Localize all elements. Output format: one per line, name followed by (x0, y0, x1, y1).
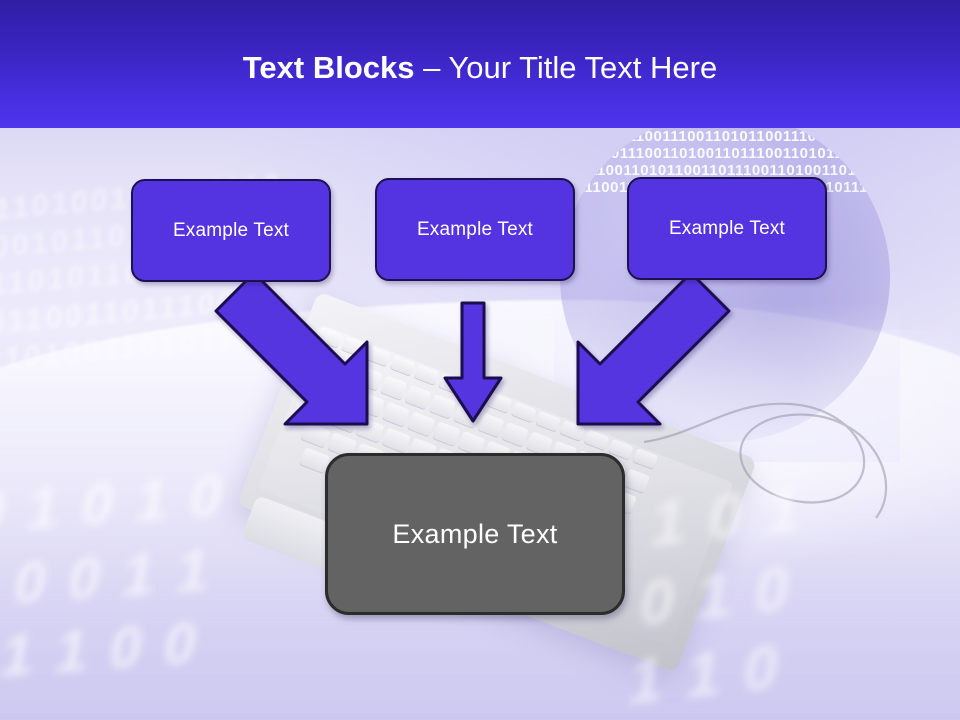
keyboard-key (428, 394, 456, 420)
keyboard-key (477, 412, 505, 439)
keyboard-key (356, 392, 385, 419)
keyboard-key (340, 336, 367, 359)
keyboard-key (406, 411, 436, 438)
keyboard-key (583, 429, 610, 452)
keyboard-key (316, 326, 343, 349)
result-text-block-label: Example Text (392, 518, 558, 549)
keyboard-key (365, 345, 392, 368)
keyboard-key (432, 421, 461, 448)
keyboard-key (306, 372, 335, 399)
keyboard-key (413, 364, 440, 387)
keyboard-key (559, 420, 586, 443)
keyboard-key (404, 384, 432, 411)
keyboard-key (355, 366, 384, 392)
text-block-2[interactable]: Example Text (375, 178, 575, 281)
keyboard-key (389, 354, 416, 377)
title-light-part: Your Title Text Here (448, 50, 718, 85)
text-block-2-label: Example Text (416, 218, 534, 240)
title-separator: – (423, 50, 449, 85)
keyboard-key (462, 382, 489, 405)
title-strong-part: Text Blocks (242, 50, 424, 85)
keyboard-key (486, 392, 513, 415)
keyboard-key (437, 373, 464, 396)
result-text-block[interactable]: Example Text (325, 453, 625, 615)
keyboard-key (331, 356, 359, 383)
page-title: Text Blocks – Your Title Text Here (0, 50, 960, 86)
slide-header: Text Blocks – Your Title Text Here (0, 0, 960, 128)
keyboard-key (381, 427, 411, 454)
keyboard-key (501, 422, 529, 448)
keyboard-key (510, 401, 537, 424)
keyboard-key (300, 421, 331, 449)
keyboard-key (452, 403, 481, 430)
text-block-3-label: Example Text (668, 217, 786, 239)
keyboard-key (331, 382, 360, 409)
keyboard-key (307, 347, 335, 374)
keyboard-key (329, 407, 359, 434)
keyboard-key (380, 375, 408, 402)
keyboard-key (303, 397, 333, 424)
keyboard-key (355, 417, 385, 444)
text-block-1[interactable]: Example Text (131, 179, 331, 282)
keyboard-key (535, 410, 561, 433)
mouse-cable (643, 402, 888, 519)
keyboard-key (381, 401, 411, 428)
text-block-1-label: Example Text (172, 219, 290, 241)
text-block-3[interactable]: Example Text (627, 177, 827, 280)
